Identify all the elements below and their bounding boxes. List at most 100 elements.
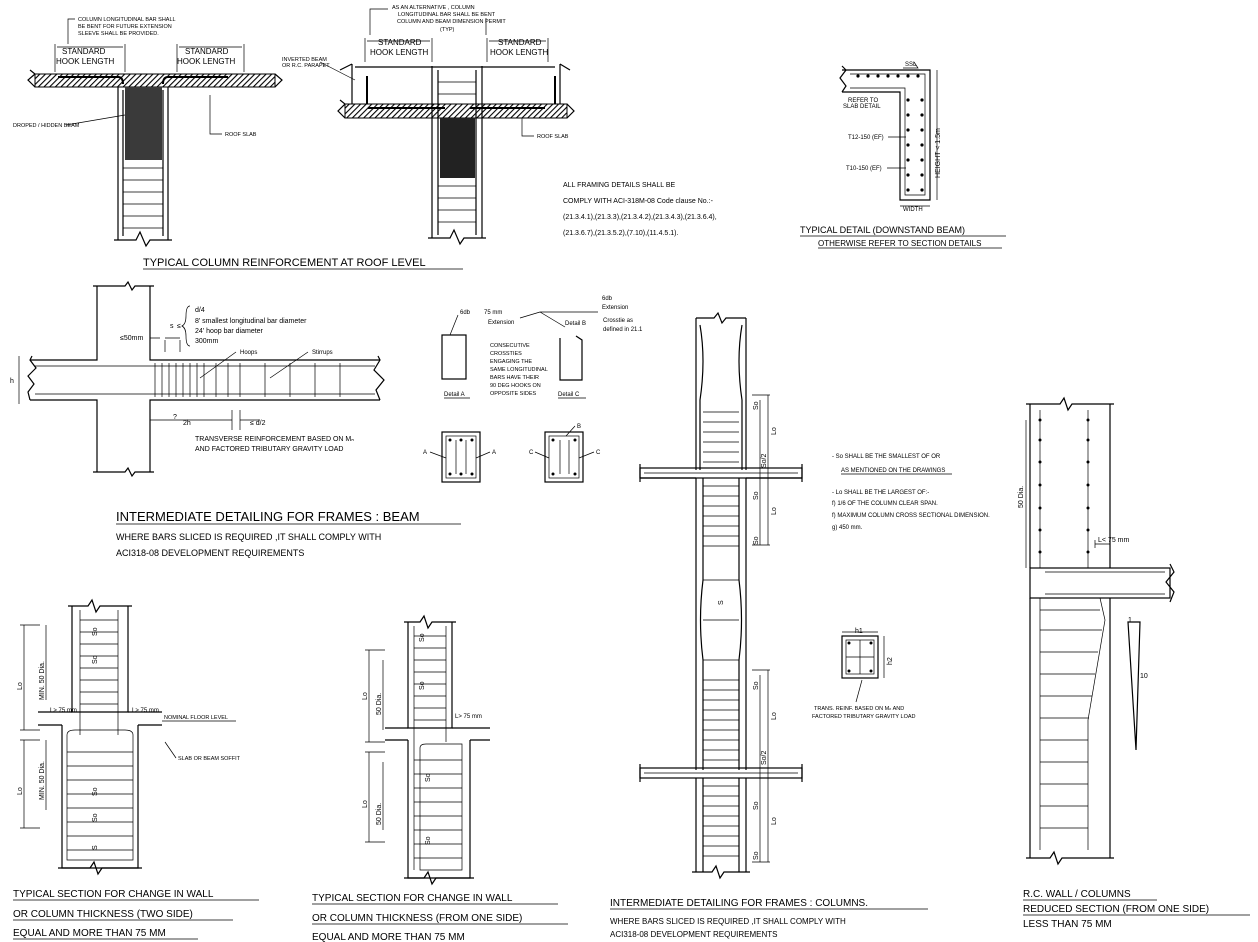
s-list-3: 24' hoop bar diameter — [195, 328, 264, 335]
one-lo-2: Lo — [362, 800, 369, 808]
width-label: WIDTH — [903, 207, 923, 213]
ssl-label: SSL — [905, 62, 917, 68]
elev-so-5: So — [753, 801, 760, 810]
hook-details: 6db 75 mm Extension Detail B 6db Extensi… — [423, 296, 643, 483]
col-note-4: f) 1/6 OF THE COLUMN CLEAR SPAN. — [832, 501, 938, 507]
ext-a-75: 75 mm — [484, 310, 502, 316]
alt-note-line-1: AS AN ALTERNATIVE , COLUMN — [392, 5, 475, 11]
columns-title: INTERMEDIATE DETAILING FOR FRAMES : COLU… — [610, 898, 868, 909]
section-b: B — [577, 424, 581, 430]
stirrups-label: Stirrups — [312, 350, 333, 356]
col-note-5: f) MAXIMUM COLUMN CROSS SECTIONAL DIMENS… — [832, 513, 990, 519]
two-so-3: So — [92, 787, 99, 796]
inverted-beam-2: OR R.C. PARAPET — [282, 63, 330, 69]
col-note-6: g) 450 mm. — [832, 525, 863, 531]
wall-title-3: LESS THAN 75 MM — [1023, 919, 1112, 930]
beam-h-label: h — [10, 378, 14, 385]
wall-detail: 50 Dia. L< 75 mm 1 10 R.C. WALL / COLUMN… — [1018, 396, 1250, 930]
framing-note-1: ALL FRAMING DETAILS SHALL BE — [563, 182, 675, 189]
one-title-2: OR COLUMN THICKNESS (FROM ONE SIDE) — [312, 913, 522, 924]
one-dia-1: 50 Dia. — [376, 693, 383, 715]
floor-level-label: NOMINAL FLOOR LEVEL — [164, 715, 228, 721]
two-lo-1: Lo — [17, 682, 24, 690]
elev-so-2: So — [753, 491, 760, 500]
two-h-label: 2h — [183, 420, 191, 427]
h2-label: h2 — [887, 657, 894, 665]
d2-label: ≤ d/2 — [250, 420, 266, 427]
elev-lo-1: Lo — [771, 427, 778, 435]
s-list-1: d/4 — [195, 307, 205, 314]
two-title-2: OR COLUMN THICKNESS (TWO SIDE) — [13, 909, 193, 920]
dropped-beam-label: DROPED / HIDDEN BEAM — [13, 123, 80, 129]
alt-note-line-3: COLUMN AND BEAM DIMENSION PERMIT — [397, 19, 506, 25]
transverse-2: AND FACTORED TRIBUTARY GRAVITY LOAD — [195, 446, 343, 453]
roof-note-line-2: BE BENT FOR FUTURE EXTENSION — [78, 24, 172, 30]
elev-so-6: So — [753, 851, 760, 860]
elev-lo-3: Lo — [771, 712, 778, 720]
consecutive-6: 90 DEG HOOKS ON — [490, 383, 541, 389]
one-so-2: So — [419, 681, 426, 690]
section-c-right: C — [596, 450, 601, 456]
consecutive-7: OPPOSITE SIDES — [490, 391, 536, 397]
alt-detail: AS AN ALTERNATIVE , COLUMN LONGITUDINAL … — [282, 5, 575, 246]
refer-slab-1: REFER TO — [848, 98, 878, 104]
elev-so2-2: So/2 — [761, 750, 768, 765]
wall-title-1: R.C. WALL / COLUMNS — [1023, 889, 1131, 900]
beam-le-label: ≤ — [177, 323, 181, 330]
roof-note-line-1: COLUMN LONGITUDINAL BAR SHALL — [78, 17, 176, 23]
section-a-right: A — [492, 450, 496, 456]
two-so-1: So — [92, 627, 99, 636]
s-list-2: 8' smallest longitudinal bar diameter — [195, 318, 307, 325]
column-notes: - So SHALL BE THE SMALLEST OF OR AS MENT… — [832, 454, 990, 531]
std-hook-right-1: STANDARD — [185, 47, 229, 56]
refer-slab-2: SLAB DETAIL — [843, 104, 881, 110]
detail-b-label: Detail B — [565, 321, 586, 327]
downstand-title: TYPICAL DETAIL (DOWNSTAND BEAM) — [800, 225, 965, 235]
alt-hook-left-1: STANDARD — [378, 38, 422, 47]
columns-sub-2: ACI318-08 DEVELOPMENT REQUIREMENTS — [610, 930, 777, 939]
section-c-left: C — [529, 450, 534, 456]
two-title-3: EQUAL AND MORE THAN 75 MM — [13, 928, 166, 939]
alt-roof-slab-label: ROOF SLAB — [537, 134, 569, 140]
roof-detail: COLUMN LONGITUDINAL BAR SHALL BE BENT FO… — [13, 17, 463, 270]
alt-hook-right-1: STANDARD — [498, 38, 542, 47]
section-note-2: FACTORED TRIBUTARY GRAVITY LOAD — [812, 714, 916, 720]
two-lo-2: Lo — [17, 787, 24, 795]
t12-label: T12-150 (EF) — [848, 135, 884, 141]
wall-dia-label: 50 Dia. — [1018, 486, 1025, 508]
alt-note-line-2: LONGITUDINAL BAR SHALL BE BENT — [398, 12, 496, 18]
downstand-detail: SSL REFER TO SLAB DETAIL T12-150 (EF) T1… — [800, 61, 1006, 249]
two-min50-1: MIN. 50 Dia. — [39, 661, 46, 700]
col-note-3: - Lo SHALL BE THE LARGEST OF:- — [832, 490, 929, 496]
consecutive-2: CROSSTIES — [490, 351, 522, 357]
std-hook-left-2: HOOK LENGTH — [56, 57, 114, 66]
framing-note-2: COMPLY WITH ACI-318M-08 Code clause No.:… — [563, 198, 714, 205]
one-l75-label: L> 75 mm — [455, 714, 482, 720]
std-hook-left-1: STANDARD — [62, 47, 106, 56]
elev-s: S — [718, 600, 725, 605]
framing-note-4: (21.3.6.7),(21.3.5.2),(7.10),(11.4.5.1). — [563, 230, 678, 237]
beam-s-label: s — [170, 323, 174, 330]
height-label: HEIGHT < 1.5m — [935, 128, 942, 178]
crosstie-1: Crosstie as — [603, 318, 633, 324]
beam-sub-2: ACI318-08 DEVELOPMENT REQUIREMENTS — [116, 548, 304, 558]
std-hook-right-2: HOOK LENGTH — [177, 57, 235, 66]
one-so-3: So — [425, 773, 432, 782]
one-title-1: TYPICAL SECTION FOR CHANGE IN WALL — [312, 893, 513, 904]
two-so-2: So — [92, 655, 99, 664]
hoops-label: Hoops — [240, 350, 257, 356]
column-section: h1 h2 TRANS. REINF. BASED ON Mₙ AND FACT… — [812, 628, 916, 720]
beam-title: INTERMEDIATE DETAILING FOR FRAMES : BEAM — [116, 509, 420, 524]
consecutive-5: BARS HAVE THEIR — [490, 375, 539, 381]
section-a-left: A — [423, 450, 427, 456]
detail-c-label: Detail C — [558, 392, 580, 398]
consecutive-1: CONSECUTIVE — [490, 343, 530, 349]
le50-label: ≤50mm — [120, 335, 143, 342]
s-list-4: 300mm — [195, 338, 219, 345]
slope-ten: 10 — [1140, 673, 1148, 680]
one-side-section: Lo 50 Dia. Lo 50 Dia. L> 75 mm So So So … — [312, 614, 568, 942]
elev-so2-1: So/2 — [761, 453, 768, 468]
two-l75-right: L> 75 mm — [132, 708, 159, 714]
col-note-1: - So SHALL BE THE SMALLEST OF OR — [832, 454, 941, 460]
